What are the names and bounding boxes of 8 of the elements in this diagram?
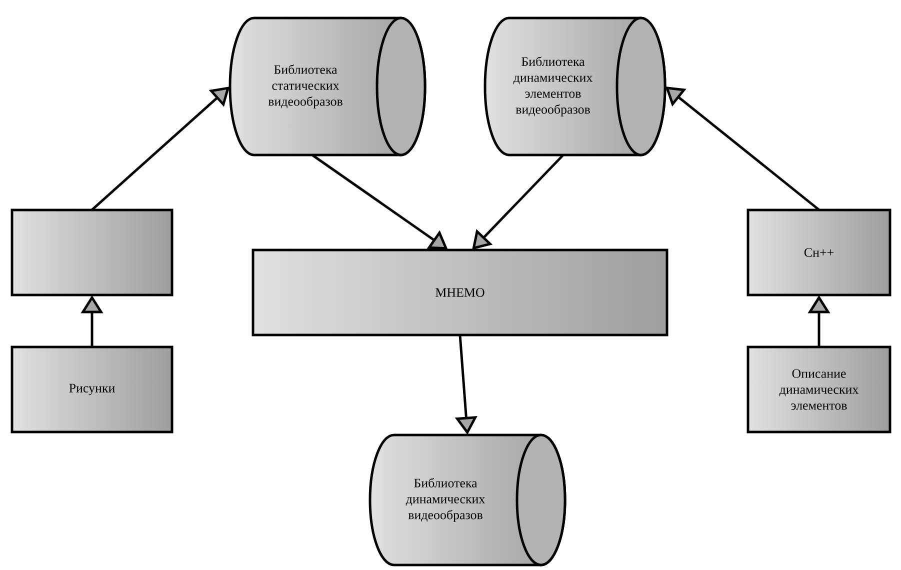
process-box: Сн++	[746, 208, 892, 296]
cylinder: Библиотека статических видеообразов	[228, 16, 426, 156]
process-box: Рисунки	[10, 346, 174, 434]
process-box: МНЕМО	[252, 248, 668, 336]
cylinder: Библиотека динамических видеообразов	[368, 434, 566, 566]
empty-box	[10, 208, 174, 296]
process-box: Описание динамических элементов	[746, 346, 892, 434]
cylinder: Библиотека динамических элементов видеообразов	[484, 16, 666, 156]
